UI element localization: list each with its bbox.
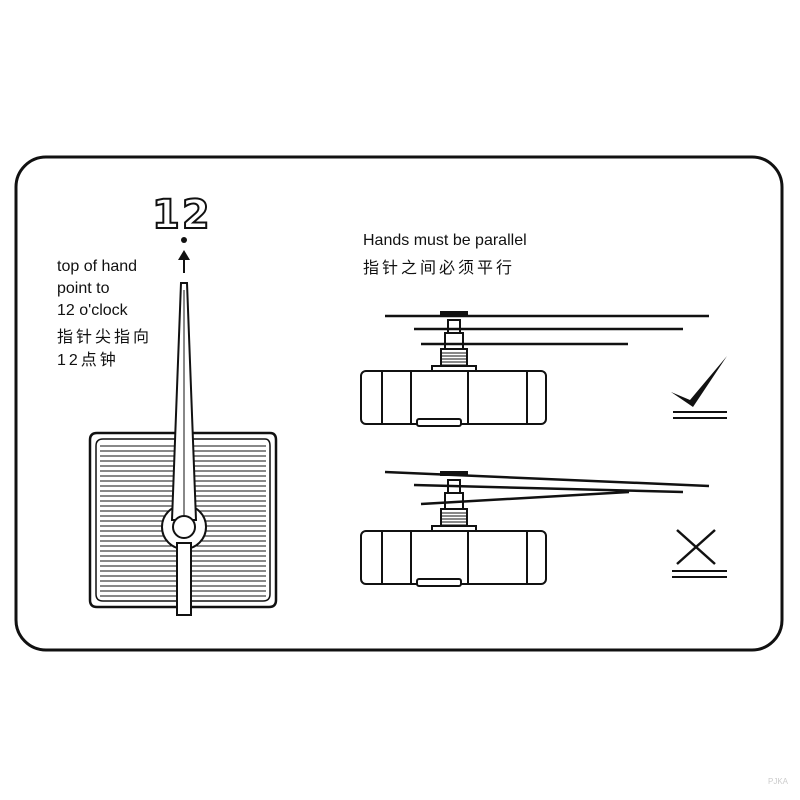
checkmark-icon — [671, 356, 727, 419]
cross-icon — [672, 529, 727, 578]
clock-movement-front — [88, 282, 278, 616]
instruction-zh-1: 指针尖指向 — [57, 329, 153, 346]
instruction-en-2: point to — [57, 280, 110, 297]
movement-side-wrong — [360, 471, 547, 587]
arrow-up-icon — [178, 250, 190, 273]
parallel-heading-zh: 指针之间必须平行 — [363, 260, 516, 277]
instruction-en-3: 12 o'clock — [57, 302, 128, 319]
twelve-dot — [181, 237, 187, 243]
instruction-zh-2: 12点钟 — [57, 352, 119, 369]
hands-not-parallel — [384, 470, 710, 506]
parallel-heading-en: Hands must be parallel — [363, 232, 527, 249]
hands-parallel — [385, 314, 709, 346]
watermark: PJKA — [767, 777, 788, 786]
outer-frame — [14, 155, 784, 652]
instruction-en-1: top of hand — [57, 258, 138, 275]
twelve-oclock-label: 12 — [151, 191, 212, 239]
